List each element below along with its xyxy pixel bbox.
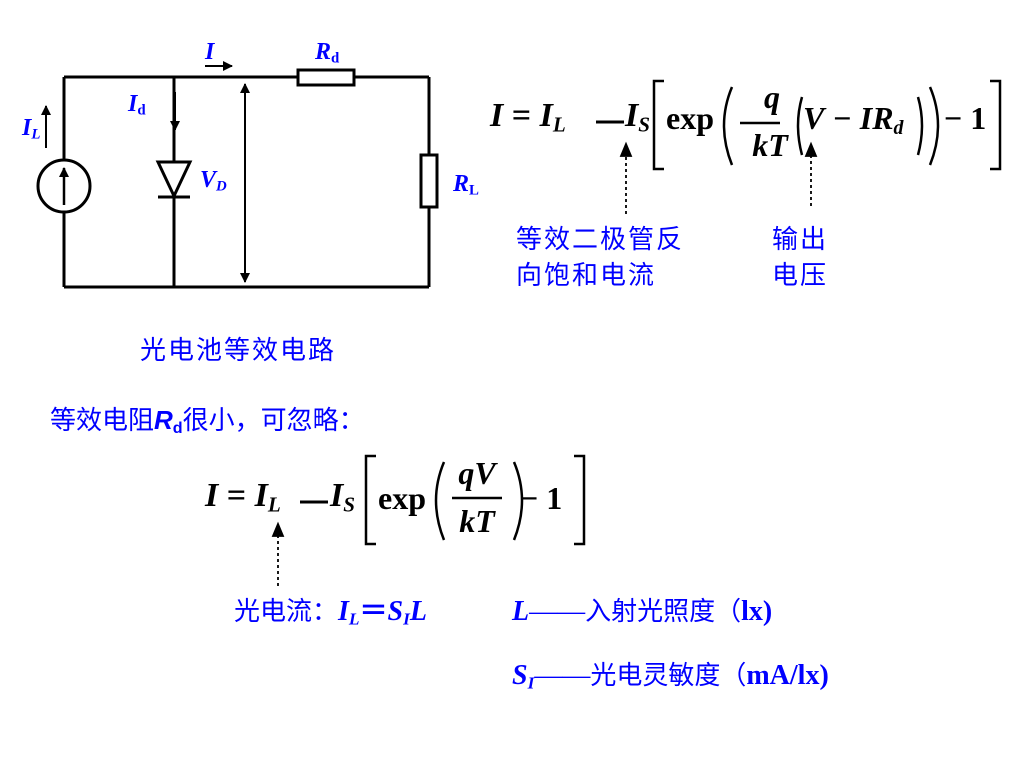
is-term: IS (625, 97, 650, 137)
exp-label: exp (666, 100, 714, 136)
circuit-caption: 光电池等效电路 (140, 336, 337, 366)
minus-sign (596, 120, 624, 124)
diode-symbol (155, 160, 193, 200)
vd-label: VD (200, 167, 227, 195)
frac-num-qv: qV (458, 455, 496, 491)
equation-full: I = IL (490, 97, 566, 137)
photocurrent-arrow (271, 521, 285, 586)
rl-label: RL (453, 171, 479, 199)
is-term-2: IS (330, 477, 355, 517)
frac-num-q: q (764, 79, 780, 115)
equation-full-brackets (652, 79, 1002, 171)
output-voltage-note: 输出 电压 (772, 225, 829, 291)
saturation-current-note: 等效二极管反 向饱和电流 (516, 225, 685, 291)
minus-sign-2 (300, 500, 328, 504)
frac-den-kt-2: kT (459, 503, 495, 539)
id-label: Id (128, 91, 146, 119)
il-label: IL (22, 115, 41, 143)
exp-label-2: exp (378, 480, 426, 516)
equation-simple: I = IL (205, 477, 281, 517)
illuminance-definition: L——入射光照度（lx) (512, 596, 773, 627)
minus-one-2: − 1 (520, 480, 563, 516)
frac-den-kt: kT (752, 127, 788, 163)
equation-simple-brackets (364, 454, 586, 546)
annotation-arrows (619, 141, 818, 214)
rd-negligible-note: 等效电阻Rd很小，可忽略： (50, 405, 365, 438)
main-current-label: I (205, 39, 215, 65)
rd-label: Rd (315, 39, 340, 67)
load-resistor (419, 153, 439, 209)
photocurrent-definition: 光电流：IL＝SIL (234, 596, 427, 629)
sensitivity-definition: SI——光电灵敏度（mA/lx) (512, 660, 829, 693)
v-minus-ird: V − IRd (803, 100, 904, 139)
minus-one: − 1 (944, 100, 987, 136)
rd-resistor (296, 68, 356, 87)
equivalent-circuit (36, 61, 439, 289)
